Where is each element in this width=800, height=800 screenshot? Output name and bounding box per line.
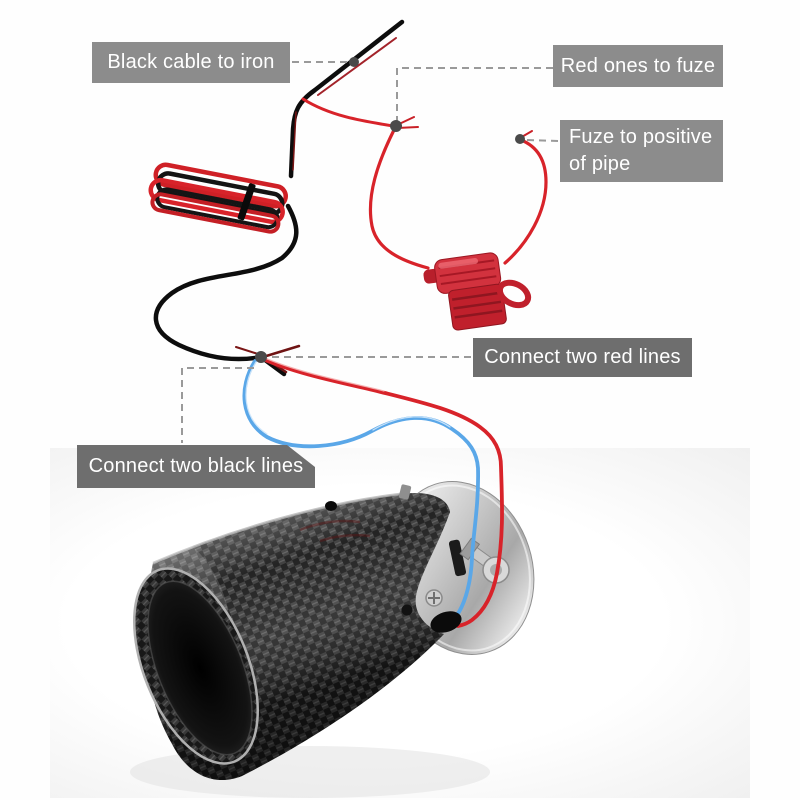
mount-stud <box>398 484 412 500</box>
fuse-holder <box>423 252 532 331</box>
annotation-dots <box>255 57 525 363</box>
black-power-cable <box>153 19 405 377</box>
label-black-cable-to-iron: Black cable to iron <box>92 42 290 83</box>
cable-tie <box>237 183 256 221</box>
wire-coil-bundle <box>148 162 288 234</box>
label-connect-two-red-lines: Connect two red lines <box>473 338 692 377</box>
wire-grommet <box>430 611 462 633</box>
annotation-connectors <box>181 61 559 443</box>
exhaust-opening <box>132 567 260 765</box>
phillips-screw <box>425 589 443 607</box>
blue-led-wire <box>242 359 481 623</box>
red-smudge <box>299 519 371 543</box>
label-connect-two-black-lines: Connect two black lines <box>77 445 315 488</box>
vent-hole <box>325 501 337 511</box>
red-fuse-loop-wire <box>301 97 548 270</box>
label-red-ones-to-fuze: Red ones to fuze <box>553 45 723 87</box>
label-fuze-to-positive-of-pipe: Fuze to positive of pipe <box>560 120 723 182</box>
red-led-wire <box>261 357 504 628</box>
rivet-dot <box>401 604 413 616</box>
